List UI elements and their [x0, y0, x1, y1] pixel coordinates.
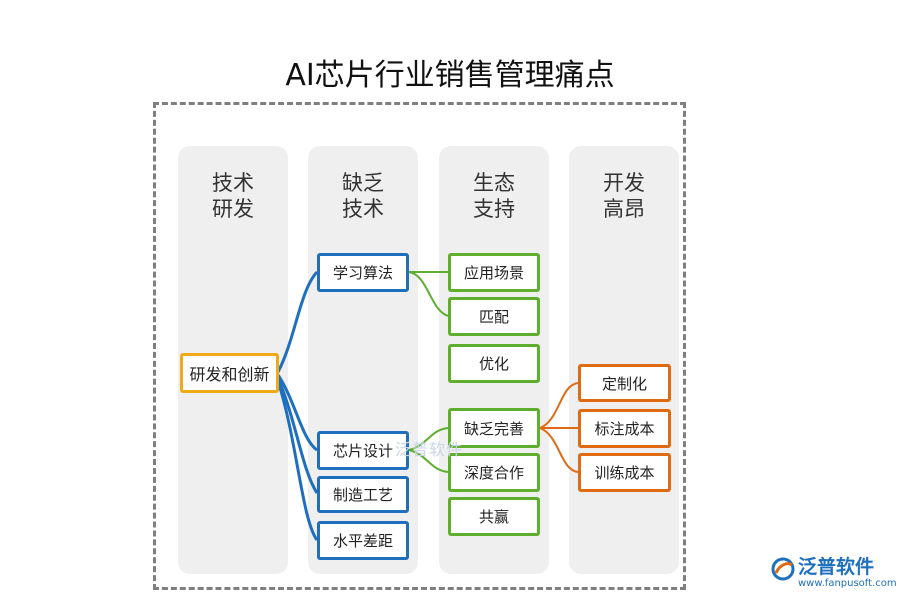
brand-logo: 泛普软件 www.fanpusoft.com: [770, 554, 897, 594]
link-root-gap: [276, 380, 319, 541]
logo-url: www.fanpusoft.com: [798, 578, 897, 589]
node-training-cost: 训练成本: [578, 453, 671, 492]
node-manufacturing: 制造工艺: [317, 476, 409, 513]
node-customization: 定制化: [578, 364, 671, 402]
node-optimization: 优化: [448, 344, 540, 383]
link-lack-custom: [539, 382, 579, 429]
link-learning-match: [408, 271, 449, 317]
dashed-frame: [153, 102, 686, 590]
node-win-win: 共赢: [448, 497, 540, 536]
node-labeling-cost: 标注成本: [578, 409, 671, 448]
logo-icon: [771, 557, 795, 581]
column-panel-4: [569, 146, 679, 574]
link-root-learning: [276, 270, 319, 373]
node-deep-cooperation: 深度合作: [448, 453, 540, 492]
node-learning-algorithm: 学习算法: [317, 253, 409, 292]
node-chip-design: 芯片设计: [317, 431, 409, 470]
root-node: 研发和创新: [180, 353, 279, 393]
tech-to-eco-links: [408, 271, 449, 473]
eco-to-cost-links: [539, 382, 579, 473]
column-title-2: 缺乏技术: [342, 171, 384, 221]
column-title-4: 开发高昂: [603, 171, 645, 221]
diagram-title: AI芯片行业销售管理痛点: [285, 58, 615, 93]
column-title-1: 技术研发: [212, 171, 254, 221]
column-title-3: 生态支持: [473, 171, 515, 221]
watermark: 泛普软件: [395, 440, 464, 459]
node-lack-completeness: 缺乏完善: [448, 408, 540, 448]
link-chip-lack: [408, 427, 449, 451]
link-root-manufacturing: [276, 377, 319, 494]
link-lack-training: [539, 427, 579, 473]
node-level-gap: 水平差距: [317, 521, 409, 560]
link-chip-cooperation: [408, 449, 449, 473]
node-matching: 匹配: [448, 297, 540, 336]
logo-name: 泛普软件: [798, 556, 875, 578]
node-application-scenario: 应用场景: [448, 253, 540, 292]
link-root-chip-design: [276, 374, 318, 452]
root-to-tech-links: [276, 270, 319, 541]
